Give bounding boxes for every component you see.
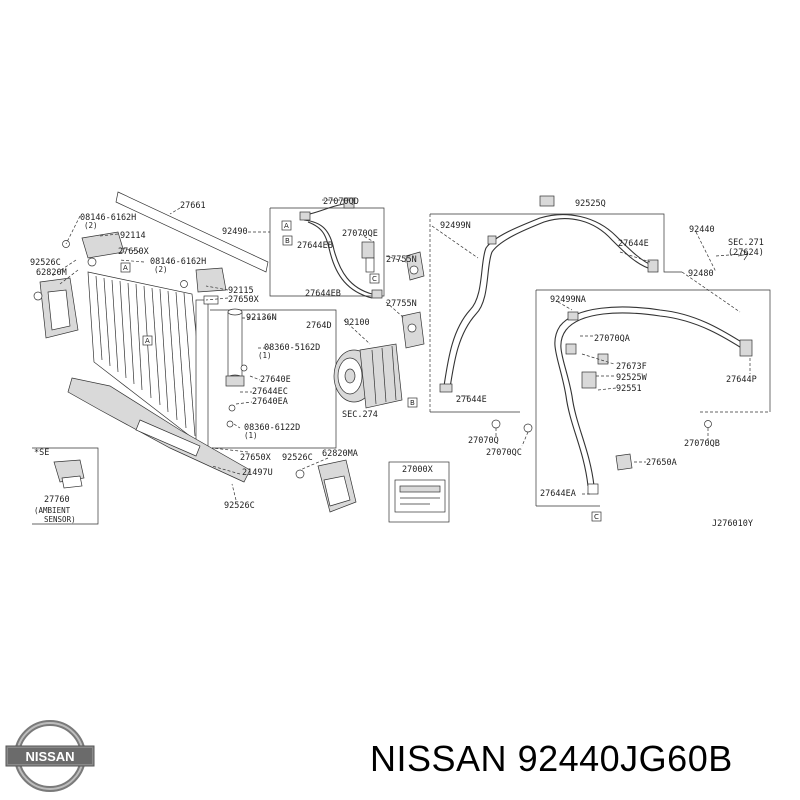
placard-label: 27000X — [402, 465, 434, 475]
callout-label: 27650X — [228, 295, 260, 305]
marker-c: C — [594, 513, 599, 521]
placard-box — [388, 461, 450, 523]
callout-label: 27661 — [180, 201, 206, 211]
part-caption: NISSAN 92440JG60B — [370, 738, 733, 780]
callout-label: 21497U — [242, 468, 273, 478]
reference-markers: A A A B B C C — [120, 220, 602, 522]
callout-label: 27644EB — [305, 289, 341, 299]
callout-label: 08146-6162H — [80, 213, 136, 223]
sensor-name: SENSOR) — [44, 515, 76, 524]
callout-label: 27644P — [726, 375, 757, 385]
callout-label: 08360-6122D — [244, 423, 300, 433]
callout-label: 27644E — [618, 239, 649, 249]
callout-label: 92526C — [30, 258, 61, 268]
callout-label: 92499N — [440, 221, 471, 231]
callout-label: 92115 — [228, 286, 254, 296]
callout-label: 27644EC — [252, 387, 288, 397]
ambient-sensor-box — [32, 447, 99, 525]
brand-name: NISSAN — [370, 738, 508, 779]
condenser-assembly — [33, 191, 269, 483]
callout-label: 27070Q — [468, 436, 499, 446]
receiver-dryer-group — [210, 308, 337, 449]
compressor — [333, 319, 403, 409]
marker-a: A — [145, 337, 150, 345]
callout-label: 27070QD — [323, 197, 359, 207]
callout-label: 92136N — [246, 313, 277, 323]
callout-label: 08146-6162H — [150, 257, 206, 267]
callout-qty: (1) — [258, 351, 272, 360]
callout-label: 27650X — [240, 453, 272, 463]
callout-label: 27755N — [386, 299, 417, 309]
discharge-hose-group — [269, 197, 385, 299]
callout-label: 27650X — [118, 247, 150, 257]
callout-label: 92525Q — [575, 199, 606, 209]
callout-label: 27070QA — [594, 334, 630, 344]
bracket-62820ma — [295, 459, 357, 513]
marker-b: B — [285, 237, 290, 245]
callout-labels: 27661 92490 27070QD 27070QE 27644EB 2764… — [30, 197, 764, 529]
callout-label: 08360-5162D — [264, 343, 320, 353]
callout-label: 92526C — [224, 501, 255, 511]
callout-label: 92490 — [222, 227, 248, 237]
callout-label: 92100 — [344, 318, 370, 328]
callout-label: 2764D — [306, 321, 332, 331]
section-label: SEC.274 — [342, 410, 378, 420]
figure-code: J276010Y — [712, 519, 753, 529]
section-ref-code: (27624) — [728, 248, 764, 258]
sensor-name: (AMBIENT — [34, 506, 71, 515]
part-number: 92440JG60B — [517, 738, 733, 779]
callout-label: 27644E — [456, 395, 487, 405]
callout-label: 92480 — [688, 269, 714, 279]
marker-a: A — [123, 264, 128, 272]
callout-label: 62820M — [36, 268, 67, 278]
callout-label: 92525W — [616, 373, 648, 383]
sensor-part: 27760 — [44, 495, 70, 505]
callout-label: 92551 — [616, 384, 642, 394]
marker-b: B — [410, 399, 415, 407]
low-pressure-pipe-box — [429, 195, 749, 447]
high-pressure-pipe-box — [535, 231, 771, 507]
expansion-valves — [385, 251, 425, 349]
callout-label: 92114 — [120, 231, 146, 241]
callout-label: 92440 — [689, 225, 715, 235]
callout-label: 27070QB — [684, 439, 720, 449]
callout-label: 92526C — [282, 453, 313, 463]
callout-label: 27070QC — [486, 448, 522, 458]
callout-label: 27640EA — [252, 397, 288, 407]
marker-a: A — [284, 222, 289, 230]
left-leaders — [51, 207, 329, 501]
callout-qty: (2) — [84, 221, 98, 230]
callout-label: 27070QE — [342, 229, 378, 239]
callout-label: 27673F — [616, 362, 647, 372]
callout-label: 27640E — [260, 375, 291, 385]
marker-c: C — [372, 275, 377, 283]
logo-text: NISSAN — [25, 749, 74, 764]
callout-label: 62820MA — [322, 449, 358, 459]
option-note: *SE — [34, 448, 49, 458]
callout-label: 92499NA — [550, 295, 586, 305]
section-ref: SEC.271 — [728, 238, 764, 248]
callout-qty: (2) — [154, 265, 168, 274]
callout-label: 27650A — [646, 458, 677, 468]
callout-label: 27644EB — [297, 241, 333, 251]
nissan-logo: NISSAN — [5, 720, 95, 792]
callout-label: 27644EA — [540, 489, 576, 499]
callout-qty: (1) — [244, 431, 258, 440]
callout-label: 27755N — [386, 255, 417, 265]
